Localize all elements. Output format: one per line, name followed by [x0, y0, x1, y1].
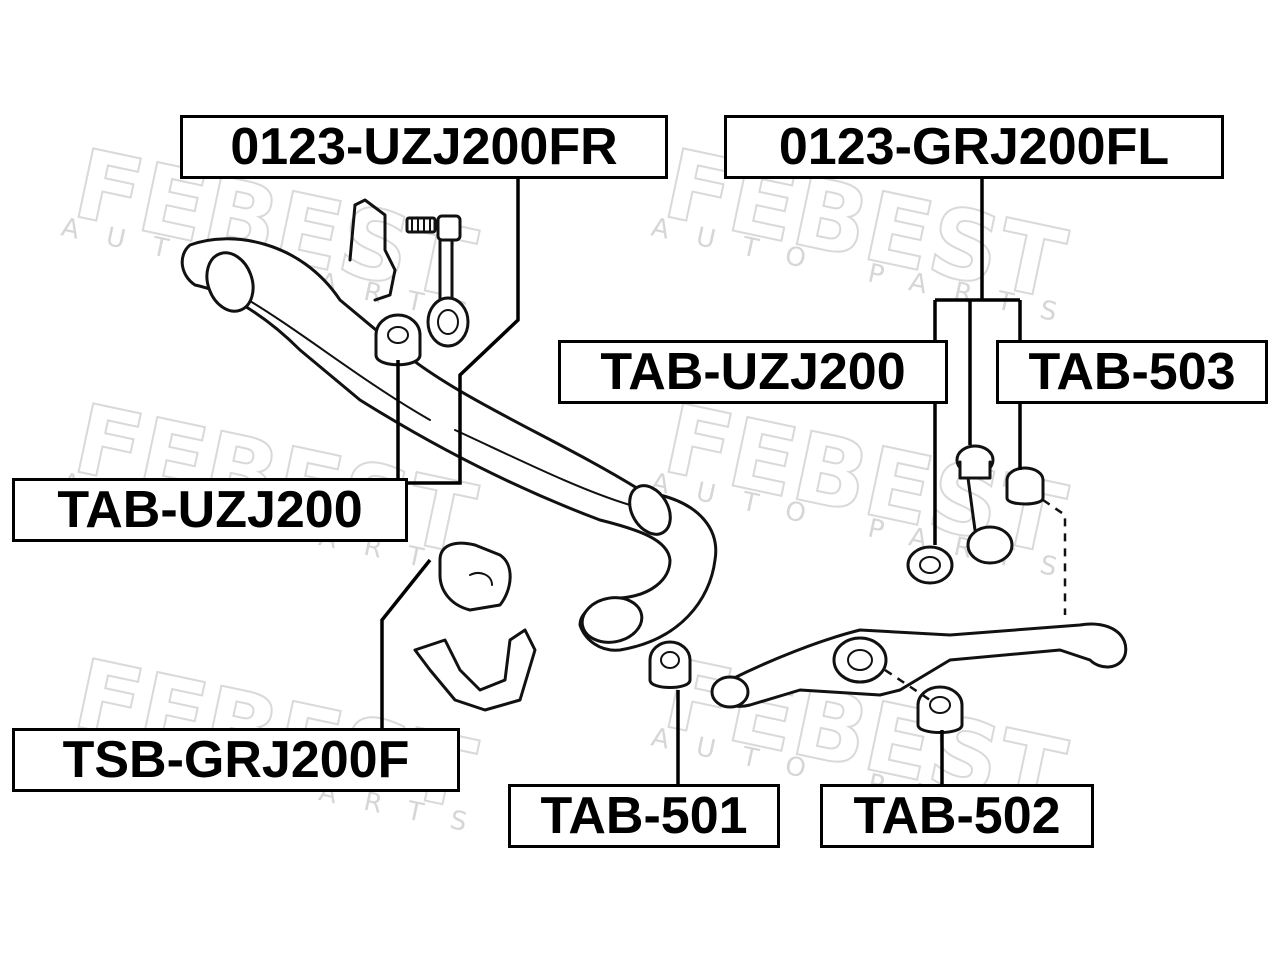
- callout-0123-grj200fl: 0123-GRJ200FL: [724, 115, 1224, 179]
- stabilizer-bar: [180, 237, 718, 652]
- bushing-503: [1005, 466, 1045, 506]
- callout-tab-uzj200-right: TAB-UZJ200: [558, 340, 948, 404]
- leader-lines: [380, 177, 1022, 786]
- callout-tab-501: TAB-501: [508, 784, 780, 848]
- callout-tab-uzj200-left: TAB-UZJ200: [12, 478, 408, 542]
- bushing-right: [374, 313, 422, 367]
- bushing-502: [916, 685, 964, 734]
- bushing-501: [648, 640, 692, 689]
- stabilizer-link-right: [348, 198, 470, 348]
- callout-tab-503: TAB-503: [996, 340, 1268, 404]
- stabilizer-link-left: [906, 444, 1014, 585]
- control-arm: [710, 622, 1128, 709]
- stabilizer-bushing: [413, 541, 537, 712]
- callout-tsb-grj200f: TSB-GRJ200F: [12, 728, 460, 792]
- callout-tab-502: TAB-502: [820, 784, 1094, 848]
- callout-0123-uzj200fr: 0123-UZJ200FR: [180, 115, 668, 179]
